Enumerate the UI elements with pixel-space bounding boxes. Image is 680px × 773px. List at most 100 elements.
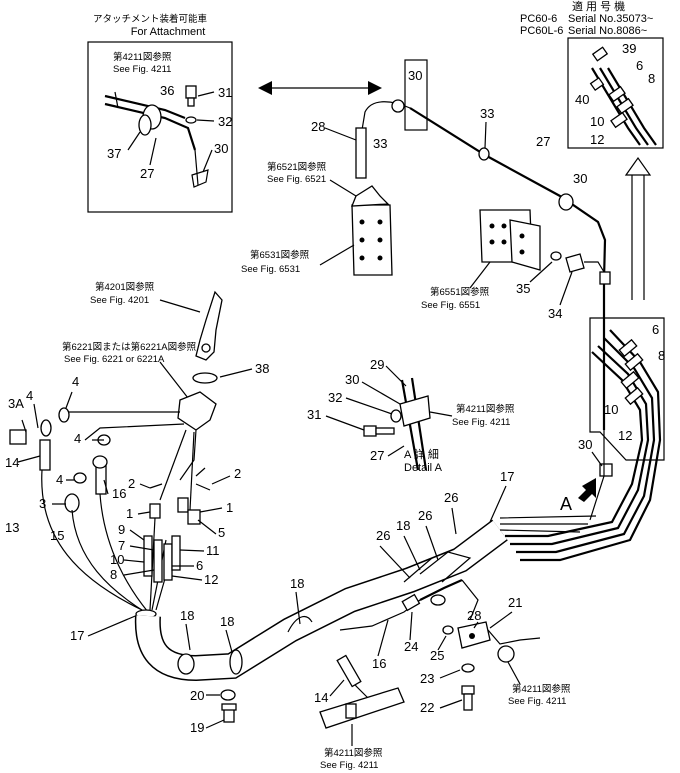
callout-3a: 3A xyxy=(8,396,24,411)
leader-32 xyxy=(196,119,215,122)
ref-6221-jp: 第6221図または第6221A図参照 xyxy=(62,341,197,353)
clamp-33 xyxy=(478,147,490,161)
leaders-bundle xyxy=(87,529,205,637)
callout-30-right: 30 xyxy=(573,171,587,186)
bolt-19-head xyxy=(221,703,237,711)
ref-6521-en: See Fig. 6521 xyxy=(267,174,326,185)
ref-6221-en: See Fig. 6221 or 6221A xyxy=(64,354,165,365)
valve-6551-port xyxy=(501,239,507,245)
serial-line2-serial: Serial No.8086~ xyxy=(568,25,647,37)
attachment-ref-en: See Fig. 4211 xyxy=(113,64,171,75)
serial-hose-2 xyxy=(599,67,649,146)
attachment-title-en: For Attachment xyxy=(131,26,206,38)
detail-washer-32 xyxy=(390,409,402,423)
callout-21: 21 xyxy=(508,595,522,610)
valve-port xyxy=(359,219,365,225)
pipe-4211-bottom xyxy=(319,687,405,729)
hose-15 xyxy=(71,509,146,613)
hose-18-wrapped: 18 18 18 18 26 26 26 17 20 19 xyxy=(134,469,597,735)
callout-18-d: 18 xyxy=(396,518,410,533)
oring-35 xyxy=(550,251,562,261)
valve-port xyxy=(377,219,383,225)
callout-10-left: 10 xyxy=(110,552,124,567)
right-fitting-12 xyxy=(624,386,644,406)
detail-a: 29 30 32 31 27 第4211図参照 See Fig. 4211 A … xyxy=(307,357,515,474)
detail-bolt-31 xyxy=(375,427,395,435)
detail-tube-b xyxy=(410,377,428,471)
right-fitting-6 xyxy=(618,338,638,358)
valve-body xyxy=(351,204,393,276)
clamp-18-left xyxy=(177,653,195,675)
hose-26-sleeve-b xyxy=(403,557,433,583)
detail-label-en: Detail A xyxy=(404,462,443,474)
callout-3: 3 xyxy=(39,496,46,511)
hose-fitting-28 xyxy=(355,127,367,179)
callout-32-detail: 32 xyxy=(328,390,342,405)
leaders-left xyxy=(17,391,231,535)
bolt-22-head xyxy=(461,685,475,695)
callout-18-b: 18 xyxy=(220,614,234,629)
arm-hoses: 16 14 24 25 第4211図参照 See Fig. 4211 xyxy=(314,593,454,771)
callout-6-left: 6 xyxy=(196,558,203,573)
leader-right-ref xyxy=(507,661,521,685)
callout-32-inset: 32 xyxy=(218,114,232,129)
right-detail: 6 8 10 12 30 xyxy=(505,317,665,562)
hose-18-band xyxy=(287,615,313,633)
serial-fitting-40 xyxy=(589,76,605,92)
ref-4201-jp: 第4201図参照 xyxy=(95,281,155,293)
hose-14-end xyxy=(336,654,362,688)
hose-9 xyxy=(143,535,153,577)
callout-27-top: 27 xyxy=(536,134,550,149)
hose-18-inner xyxy=(136,520,507,680)
callout-31-inset: 31 xyxy=(218,85,232,100)
detail-a-marker: A xyxy=(560,478,596,514)
oring-4-left xyxy=(40,419,52,437)
pipe-18-bend xyxy=(461,579,479,621)
leaders-detail xyxy=(325,365,407,457)
callout-12-left: 12 xyxy=(204,572,218,587)
serial-fitting-10 xyxy=(610,111,628,129)
callout-30-inset: 30 xyxy=(214,141,228,156)
detail-tube-a xyxy=(400,379,420,471)
clamp-30-mid xyxy=(599,271,611,285)
leader-detail-ref xyxy=(429,411,453,417)
block-21: 28 21 23 22 第4211図参照 See Fig. 4211 xyxy=(420,595,571,715)
swivel-stem xyxy=(179,429,197,481)
boom-pin xyxy=(201,343,211,353)
clamp-18-mid xyxy=(229,649,243,675)
right-detail-frame xyxy=(589,317,665,461)
elbow-34-tube xyxy=(584,261,605,273)
callout-6-serial: 6 xyxy=(636,58,643,73)
inset-bracket-30 xyxy=(191,169,209,188)
callout-30-detail: 30 xyxy=(345,372,359,387)
plug-3a xyxy=(9,429,27,445)
ref-right-en: See Fig. 4211 xyxy=(508,696,566,707)
inset-washer-32 xyxy=(185,116,197,124)
valve-6551: 第6551図参照 See Fig. 6551 35 34 xyxy=(421,209,605,321)
serial-line1-model: PC60-6 xyxy=(520,13,557,25)
serial-fitting-39 xyxy=(591,46,609,62)
tube-center-2 xyxy=(189,431,195,511)
leader-38 xyxy=(219,368,253,378)
callout-2-left: 2 xyxy=(128,476,135,491)
callout-30-rightlow: 30 xyxy=(578,437,592,452)
plug-3 xyxy=(64,493,80,513)
leaders-hose-18 xyxy=(185,485,507,653)
inset-leader xyxy=(114,91,119,109)
block-21-pipe xyxy=(487,629,541,645)
callout-4-a: 4 xyxy=(26,388,33,403)
leader-30 xyxy=(202,149,213,173)
leader-33-right xyxy=(484,121,487,149)
valve-top xyxy=(351,185,390,207)
callout-39: 39 xyxy=(622,41,636,56)
up-arrow xyxy=(624,156,652,300)
serial-title-jp: 適 用 号 機 xyxy=(572,0,625,13)
callout-15: 15 xyxy=(50,528,64,543)
valve-6551-side xyxy=(509,219,541,271)
callout-18-a: 18 xyxy=(180,608,194,623)
valve-6551-port xyxy=(489,239,495,245)
callout-7: 7 xyxy=(118,538,125,553)
callout-9: 9 xyxy=(118,522,125,537)
bolt-22 xyxy=(463,693,473,711)
valve-6551-port xyxy=(489,223,495,229)
